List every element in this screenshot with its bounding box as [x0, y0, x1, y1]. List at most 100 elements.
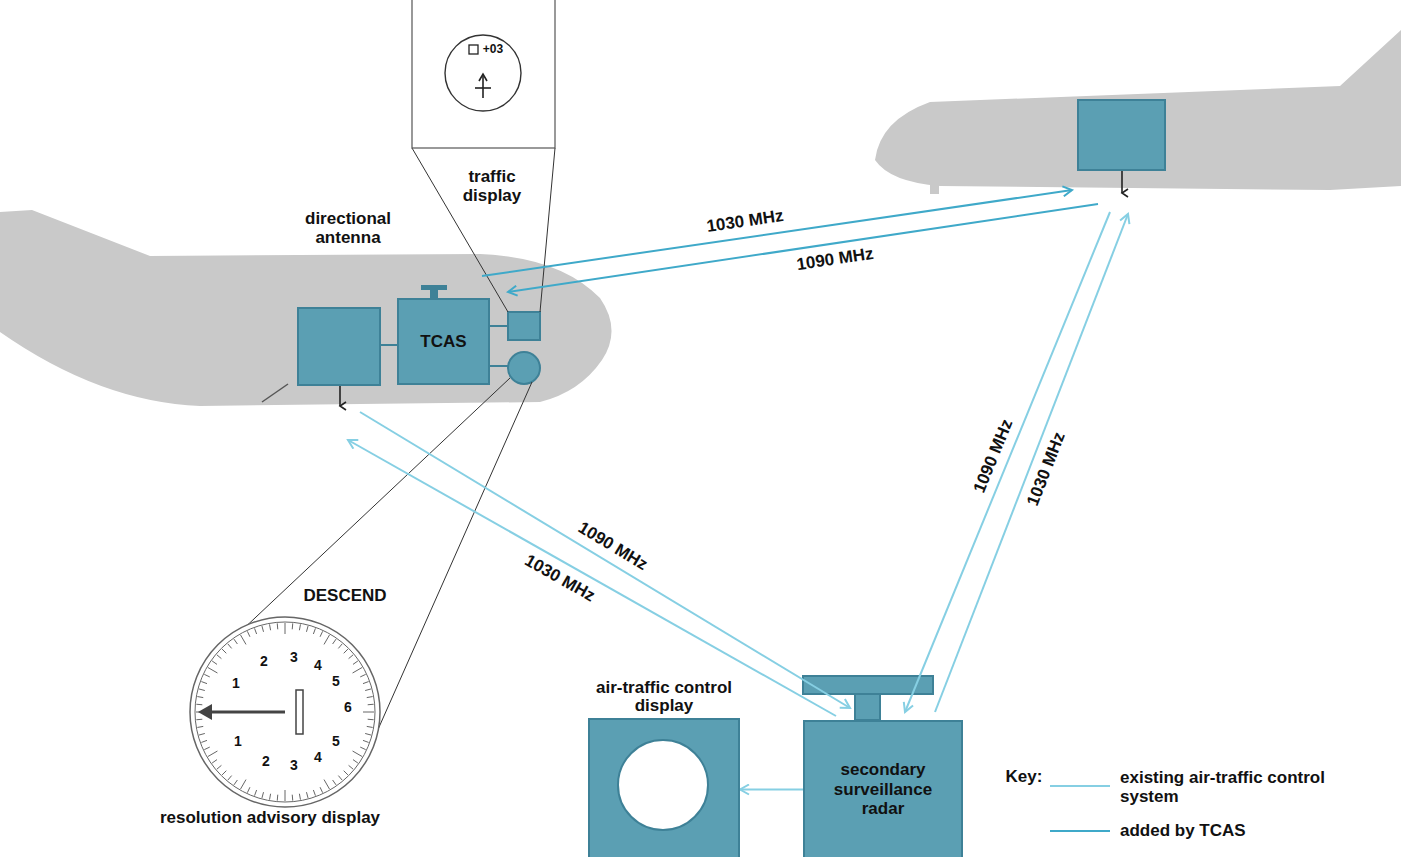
dial-tick [212, 760, 217, 763]
frequency-label: 1090 MHz [795, 244, 874, 274]
traffic-display-callout [445, 35, 521, 111]
dial-tick [324, 780, 330, 790]
dial-tick [299, 624, 300, 630]
transponder [339, 386, 341, 406]
dial-tick [306, 792, 308, 798]
dial-tick [292, 795, 294, 801]
cockpit-displays [490, 365, 508, 367]
part-label: traffic display [445, 167, 540, 205]
dial-tick [285, 623, 286, 634]
legend-title: Key: [1006, 767, 1043, 786]
resolution-advisory-callout [202, 711, 285, 714]
node-label: secondary surveillance radar [811, 760, 955, 819]
dial-number: 3 [290, 758, 298, 774]
cockpit-displays [508, 312, 540, 340]
transponder [1078, 100, 1165, 170]
transponder [380, 344, 397, 346]
dial-tick [313, 790, 315, 796]
dial-tick [201, 740, 207, 742]
dial-tick [234, 780, 237, 785]
dial-tick [241, 780, 247, 790]
display-screen [590, 720, 738, 857]
dial-tick [367, 697, 373, 698]
dial-tick [204, 674, 209, 677]
cockpit-displays [508, 352, 540, 384]
dial-tick [234, 639, 237, 644]
dial-tick [197, 726, 203, 727]
secondary-surveillance-radar-antenna [855, 694, 880, 720]
right-aircraft [875, 30, 1401, 194]
dial-tick [285, 790, 286, 801]
dial-tick [228, 644, 232, 649]
dial-tick [208, 751, 218, 757]
cockpit-displays [490, 312, 540, 384]
connector [740, 789, 803, 791]
left-aircraft [262, 384, 288, 402]
dial-tick [262, 792, 264, 798]
legend-text: existing air-traffic control system [1120, 768, 1325, 806]
dial-tick [217, 765, 222, 769]
dial-tick [255, 790, 257, 796]
dial-tick [201, 682, 207, 684]
altitude-tag: +03 [483, 43, 503, 56]
dial-tick [270, 624, 271, 630]
dial-tick [299, 794, 300, 800]
traffic-display-callout [479, 74, 487, 81]
resolution-advisory-callout [368, 382, 532, 752]
dial-tick [217, 655, 222, 659]
dial-tick [212, 661, 217, 664]
dial-tick [360, 747, 365, 750]
dial-number: 4 [314, 658, 322, 674]
dial-number: 4 [314, 750, 322, 766]
display-screen [618, 740, 708, 830]
dial-tick [262, 626, 264, 632]
dial-tick [324, 635, 330, 645]
frequency-link [348, 190, 1128, 716]
dial-tick [368, 704, 374, 706]
legend-line [1050, 830, 1110, 832]
traffic-display-callout [482, 76, 484, 98]
dial-tick [349, 765, 354, 769]
node-label: air-traffic control display [589, 679, 739, 716]
dial-tick [349, 655, 354, 659]
traffic-display-callout [412, 0, 555, 312]
dial-tick [333, 639, 336, 644]
legend-text: added by TCAS [1120, 821, 1325, 840]
radar-box: secondary surveillance radar [803, 720, 963, 857]
dial-tick [353, 751, 363, 757]
traffic-display-callout [412, 0, 555, 148]
dial-tick [367, 726, 373, 727]
dial-tick [344, 771, 348, 775]
dial-tick [247, 631, 250, 636]
dial-tick [320, 631, 323, 636]
dial-tick [292, 623, 294, 629]
dial-tick [320, 787, 323, 792]
resolution-advisory-callout [198, 704, 212, 720]
dial-number: 1 [234, 734, 242, 750]
dial-tick [255, 628, 257, 634]
dial-tick [333, 780, 336, 785]
dial-number: 3 [290, 650, 298, 666]
legend-line [1050, 785, 1110, 787]
dial-tick [241, 635, 247, 645]
dial-tick [306, 626, 308, 632]
left-aircraft [0, 210, 612, 406]
frequency-link [348, 440, 836, 716]
dial-number: 1 [232, 676, 240, 692]
part-label: directional antenna [283, 209, 413, 247]
frequency-link [360, 412, 850, 708]
dial-tick [199, 689, 205, 691]
directional-antenna [421, 285, 447, 298]
node-label: TCAS [420, 332, 466, 352]
transponder [1121, 171, 1123, 193]
dial-tick [338, 644, 342, 649]
connector [740, 789, 803, 790]
dial-tick [208, 668, 218, 674]
frequency-link [935, 214, 1128, 712]
frequency-link [482, 190, 1072, 276]
dial-tick [204, 747, 209, 750]
dial-tick [353, 760, 358, 763]
resolution-advisory-callout [195, 622, 375, 802]
traffic-display-callout [469, 45, 478, 54]
cockpit-displays [490, 325, 508, 327]
